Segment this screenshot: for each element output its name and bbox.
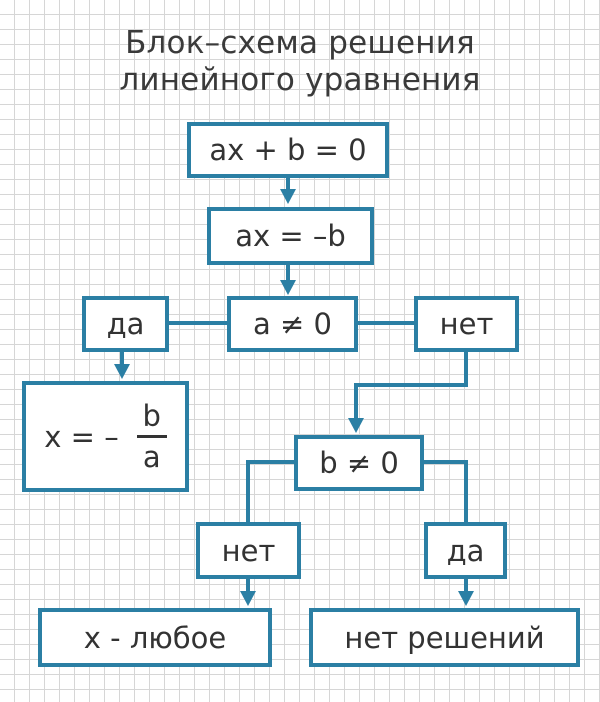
- title-line-2: линейного уравнения: [119, 62, 481, 98]
- connector-bcond-no: [246, 460, 296, 524]
- arrowhead-rearranged-acond: [280, 280, 296, 295]
- equation-box: ax + b = 0: [187, 122, 389, 178]
- any-x-box: x - любое: [38, 608, 272, 667]
- arrowhead-byes-nosol: [458, 591, 474, 606]
- fraction-bar: [136, 435, 167, 438]
- title-line-1: Блок–схема решения: [125, 25, 475, 61]
- no-solutions-box: нет решений: [309, 608, 580, 667]
- arrowhead-no-bcond: [348, 418, 364, 433]
- solution-lhs: x = –: [44, 419, 119, 454]
- solution-box: x = – b a: [22, 381, 189, 492]
- arrowhead-eq-rearranged: [280, 189, 296, 204]
- b-condition-box: b ≠ 0: [294, 435, 424, 491]
- solution-fraction: b a: [136, 399, 167, 474]
- a-yes-box: да: [82, 296, 169, 352]
- b-yes-box: да: [424, 522, 507, 579]
- a-condition-box: a ≠ 0: [227, 296, 358, 352]
- connector-bcond-yes: [422, 460, 468, 524]
- a-no-box: нет: [414, 296, 519, 352]
- connector-no-bcond: [354, 351, 468, 420]
- arrowhead-bno-anyx: [240, 591, 256, 606]
- fraction-denominator: a: [142, 440, 161, 474]
- rearranged-box: ax = –b: [207, 207, 374, 265]
- fraction-numerator: b: [142, 399, 161, 433]
- arrowhead-yes-solution: [114, 364, 130, 379]
- b-no-box: нет: [196, 522, 301, 579]
